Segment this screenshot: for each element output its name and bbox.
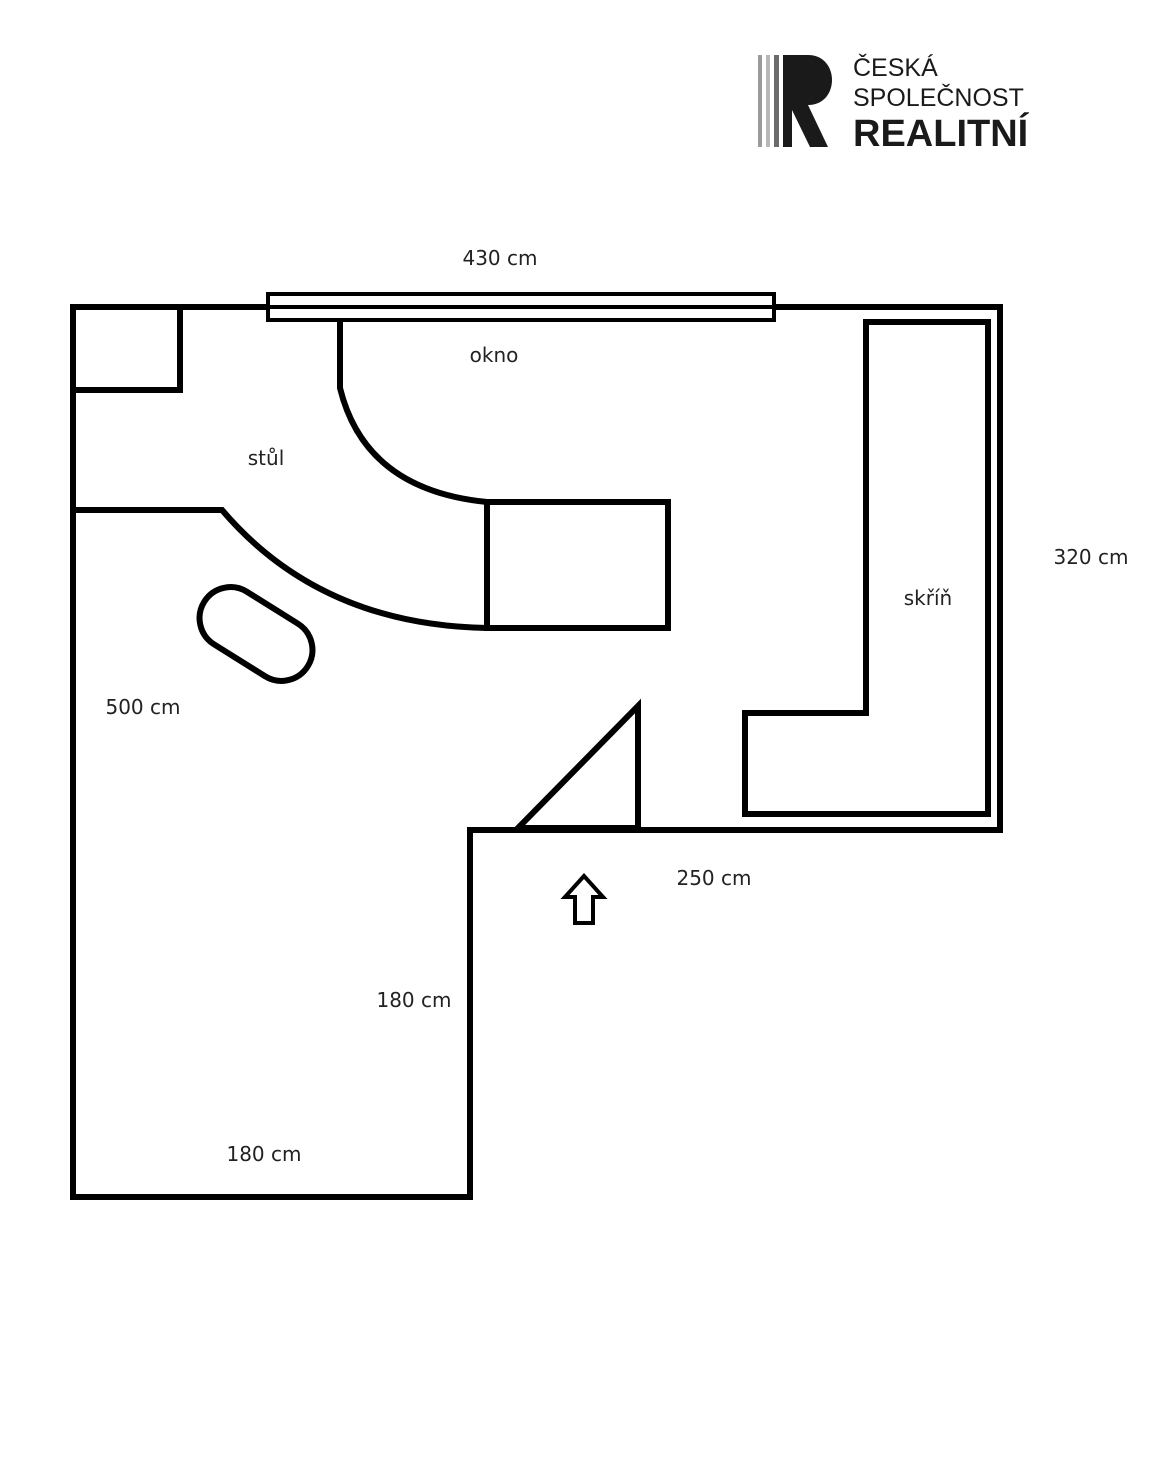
dimension-entrance-wall: 250 cm (676, 866, 751, 890)
outer-walls (70, 304, 1003, 1200)
wardrobe (742, 319, 991, 817)
logo-stripe (774, 55, 779, 147)
entrance-arrow-icon (560, 873, 608, 925)
desk-block (484, 499, 671, 631)
logo-stripe (766, 55, 770, 147)
company-logo: ČESKÁ SPOLEČNOST REALITNÍ (758, 53, 1030, 155)
chair (196, 584, 316, 684)
desk-outer-edge (70, 507, 491, 632)
logo-line-1: ČESKÁ (853, 53, 938, 82)
dimension-inner-vertical: 180 cm (376, 988, 451, 1012)
dimension-right: 320 cm (1053, 545, 1128, 569)
label-window: okno (470, 343, 519, 367)
logo-r-mark (783, 55, 832, 147)
logo-line-2: SPOLEČNOST (853, 83, 1024, 112)
dimension-bottom: 180 cm (226, 1142, 301, 1166)
desk-inner-edge (337, 319, 491, 506)
label-wardrobe: skříň (904, 586, 952, 610)
dimension-left: 500 cm (105, 695, 180, 719)
logo-line-3: REALITNÍ (853, 111, 1030, 155)
cabinet-top-left (75, 307, 183, 393)
dimension-top: 430 cm (462, 246, 537, 270)
label-desk: stůl (248, 446, 285, 470)
door (510, 698, 641, 831)
logo-stripe (758, 55, 762, 147)
